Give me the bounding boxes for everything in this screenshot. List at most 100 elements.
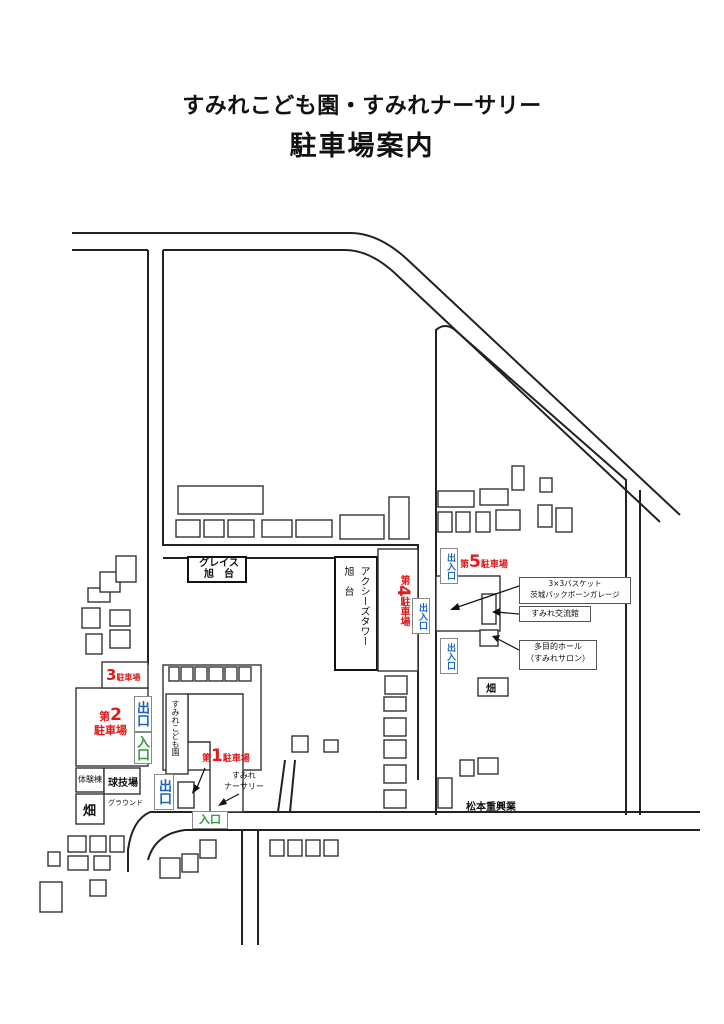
field-right <box>477 677 509 697</box>
parking-2-entrance-sign: 入口 <box>134 732 152 764</box>
building <box>383 717 407 737</box>
gym-label: 体験棟 <box>78 775 102 784</box>
building <box>287 839 303 857</box>
building <box>388 496 410 540</box>
building <box>203 519 225 538</box>
building <box>67 835 87 853</box>
building <box>224 666 238 682</box>
arrow-head <box>492 608 500 616</box>
building <box>511 465 525 491</box>
building <box>495 509 521 531</box>
building <box>109 609 131 627</box>
parking-1-exit-sign: 出口 <box>154 774 174 810</box>
building <box>339 514 385 540</box>
building <box>555 507 573 533</box>
parking-1-label[interactable]: 第1駐車場 <box>202 746 250 766</box>
grace-building <box>187 556 247 583</box>
arrow-head <box>492 635 500 642</box>
building <box>89 879 107 897</box>
arrow-head <box>218 798 227 806</box>
nursery-label: すみれ ナーサリー <box>224 771 264 791</box>
map-subtitle: 駐車場案内 <box>289 131 435 162</box>
building <box>384 675 408 695</box>
parking-5-inout-sign-bottom: 出入口 <box>440 638 458 674</box>
building <box>539 477 553 493</box>
building <box>208 666 224 682</box>
building <box>291 735 309 753</box>
building <box>455 511 471 533</box>
building <box>177 781 195 809</box>
road-curve-left2 <box>147 829 186 861</box>
parking-4-label[interactable]: 第4駐車場 <box>393 575 413 627</box>
building <box>177 485 264 515</box>
parking-4-area <box>377 548 419 672</box>
building <box>93 855 111 871</box>
ground-label: グラウンド <box>108 799 143 807</box>
building <box>181 853 199 873</box>
matsumoto-label: 松本重興業 <box>466 802 516 813</box>
building <box>437 777 453 809</box>
ballfield-building <box>103 767 141 795</box>
kodomoen-label: すみれこども園 <box>171 700 180 756</box>
building <box>477 757 499 775</box>
building <box>261 519 293 538</box>
kodomoen-building <box>165 693 189 775</box>
building <box>323 839 339 857</box>
grace-label: グレイス 旭 台 <box>199 558 239 580</box>
building <box>437 511 453 533</box>
building <box>81 607 101 629</box>
arrow-hall <box>495 637 520 651</box>
arrow-basket <box>454 585 520 609</box>
building <box>537 504 553 528</box>
koryukan-label: すみれ交流館 <box>519 606 591 622</box>
building <box>115 555 137 583</box>
parking-5-label[interactable]: 第5駐車場 <box>460 552 508 572</box>
building <box>437 490 475 508</box>
building <box>199 839 217 859</box>
building <box>194 666 208 682</box>
parking-5-inout-sign-top: 出入口 <box>440 548 458 584</box>
building <box>175 519 201 538</box>
building <box>39 881 63 913</box>
road-side-small <box>277 759 296 813</box>
parking-2-exit-sign: 出口 <box>134 696 152 732</box>
field-left <box>75 793 105 825</box>
building <box>475 511 491 533</box>
building <box>305 839 321 857</box>
field-right-label: 畑 <box>486 684 496 695</box>
parking-1-entrance-sign: 入口 <box>192 811 228 829</box>
building <box>180 666 194 682</box>
road-curve-left <box>127 811 151 872</box>
road-top <box>72 232 681 516</box>
building <box>295 519 333 538</box>
field-left-label: 畑 <box>83 804 97 819</box>
building <box>479 488 509 506</box>
axis-tower-building <box>334 556 378 671</box>
basket-label: 3×3バスケット 茨城バックボーンガレージ <box>519 577 631 604</box>
koryukan-building <box>481 593 497 625</box>
arrow-head <box>192 784 200 794</box>
road-top-inner <box>72 249 661 523</box>
building <box>269 839 285 857</box>
hall-label: 多目的ホール （すみれサロン） <box>519 640 597 670</box>
building <box>85 633 103 655</box>
parking-3-label[interactable]: 3駐車場 <box>106 666 141 684</box>
arrow-parking1 <box>195 767 206 791</box>
building <box>383 789 407 809</box>
parking-3-lot <box>101 661 149 689</box>
map-title: すみれこども園・すみれナーサリー <box>182 94 542 119</box>
parking-4-inout-sign: 出入口 <box>412 598 430 634</box>
road-diagonal-right <box>435 325 627 815</box>
building <box>89 835 107 853</box>
building <box>47 851 61 867</box>
building <box>383 739 407 759</box>
building <box>67 855 89 871</box>
building <box>168 666 180 682</box>
building <box>383 764 407 784</box>
building <box>227 519 255 538</box>
building <box>238 666 252 682</box>
building <box>109 835 125 853</box>
building <box>323 739 339 753</box>
